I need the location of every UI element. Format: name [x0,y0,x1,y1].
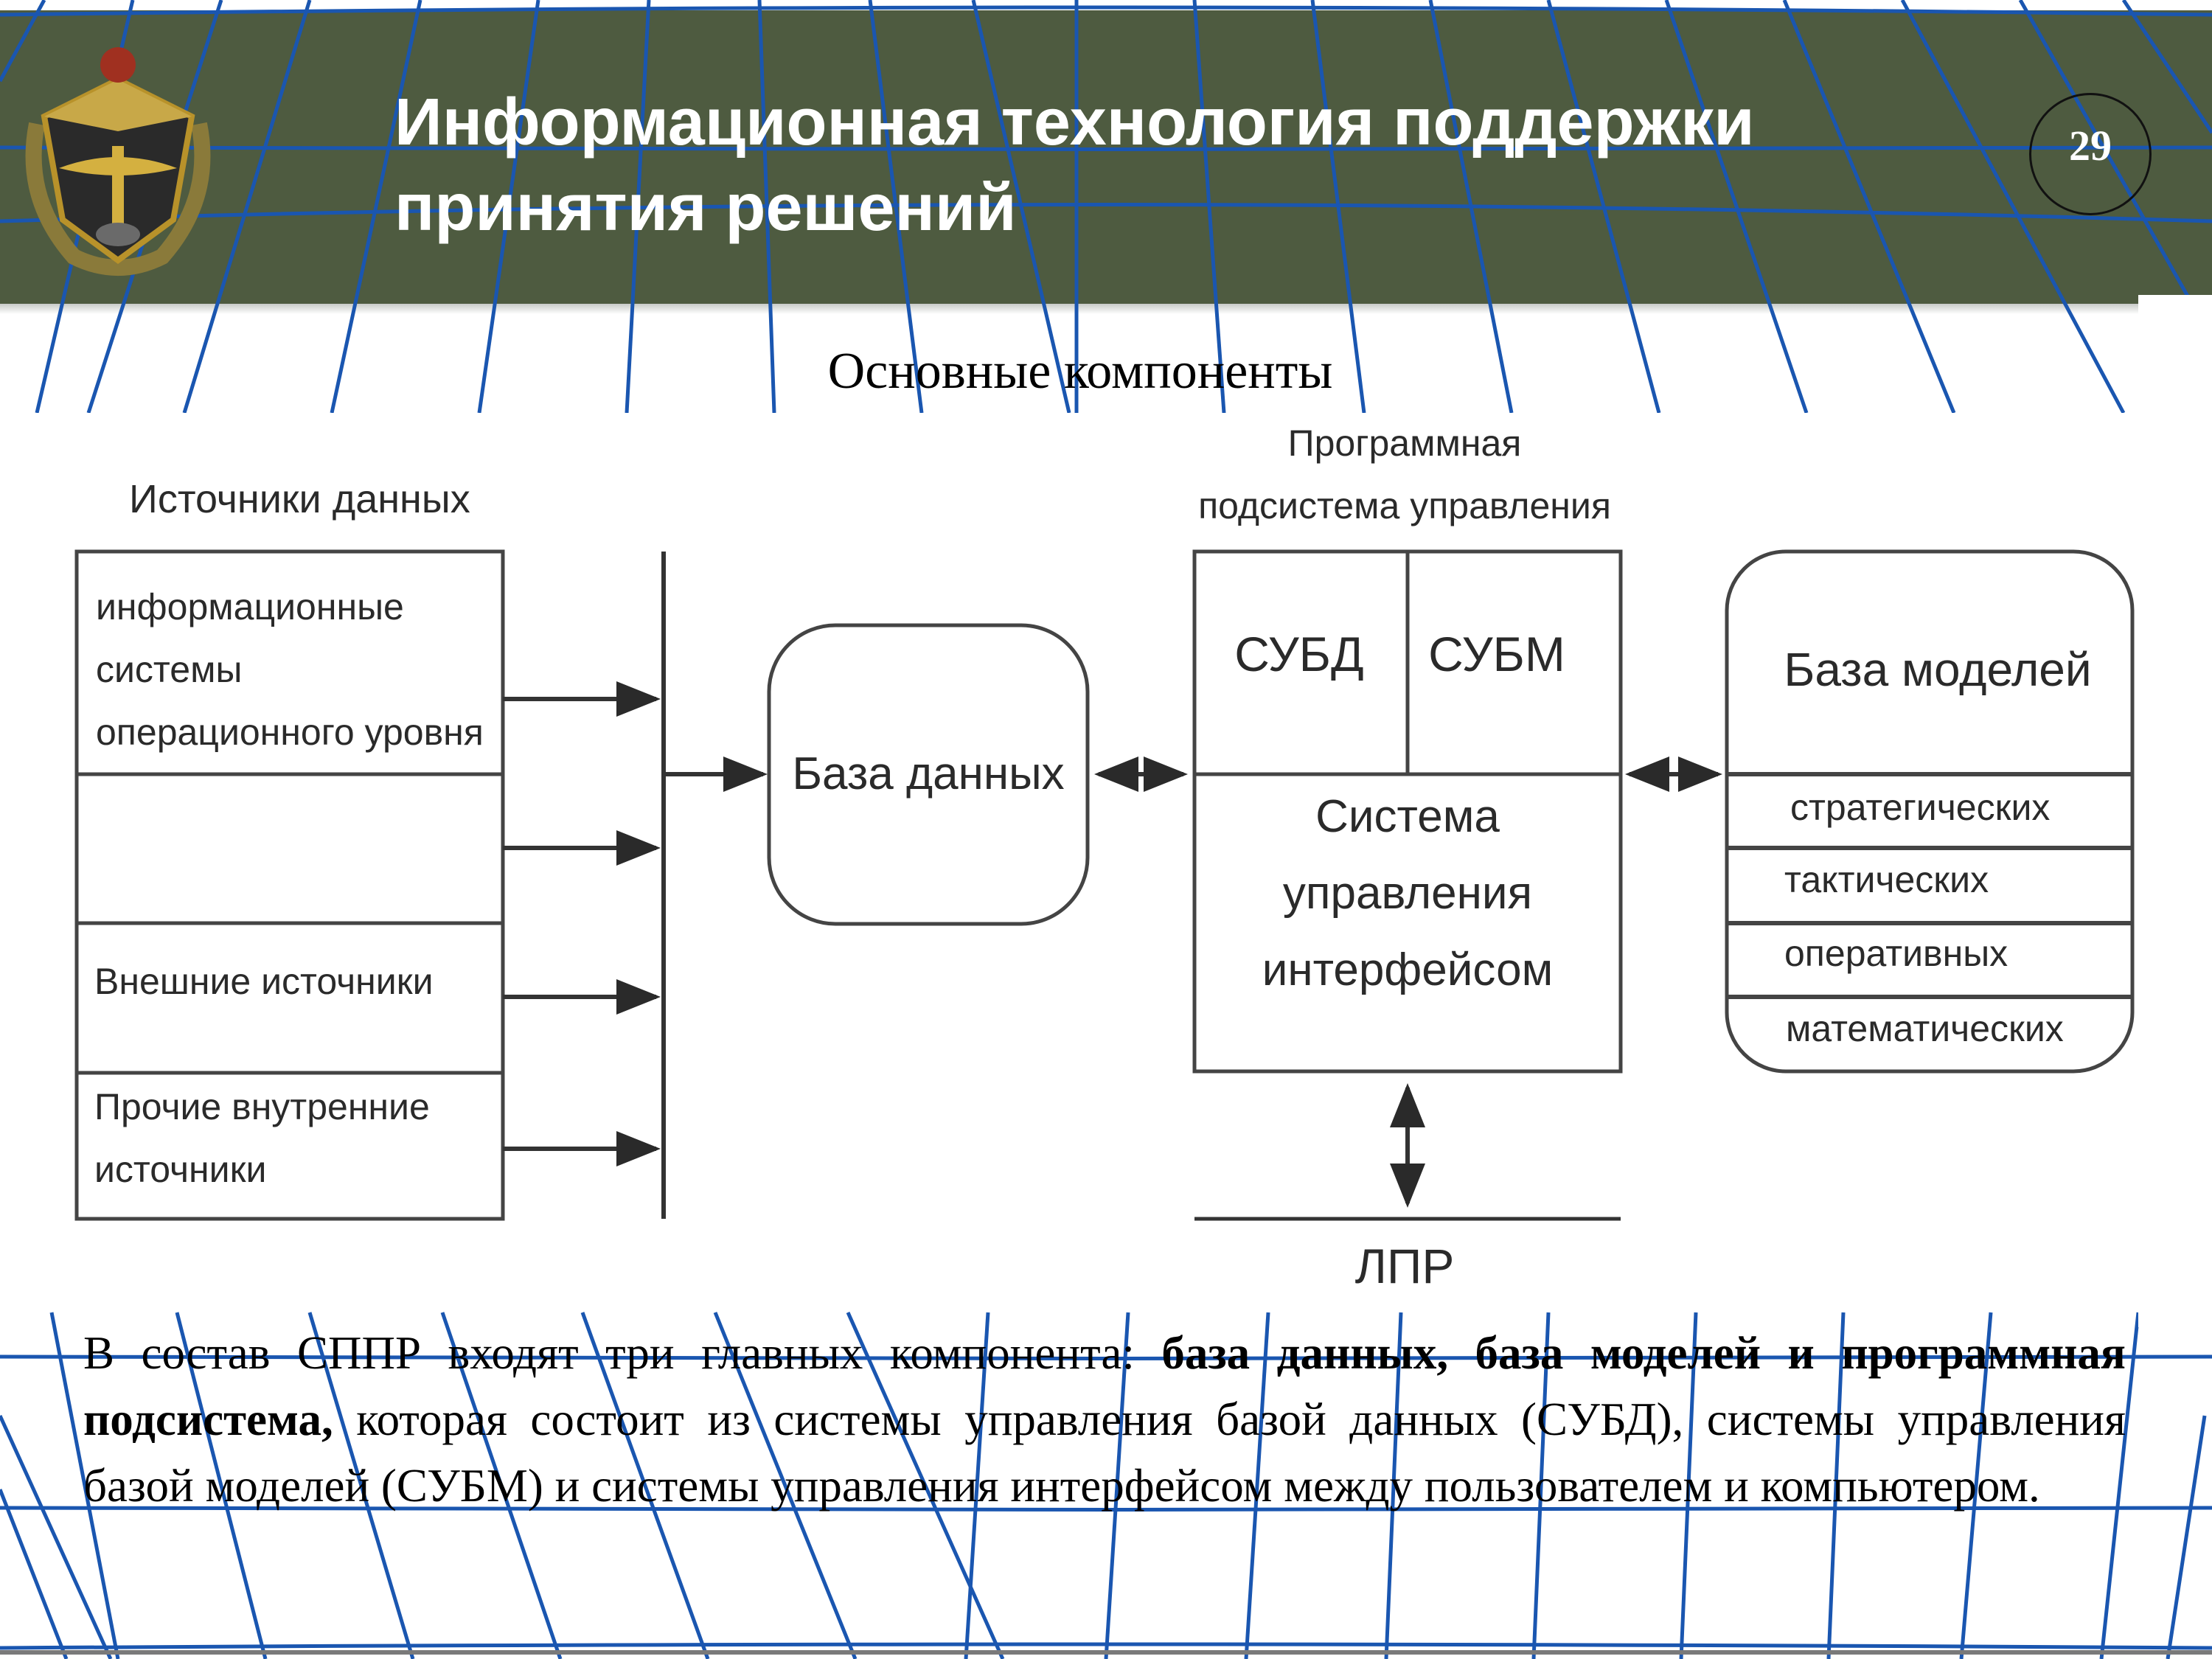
emblem-logo [25,47,211,276]
mbms-label: СУБМ [1428,627,1565,681]
sources-header: Источники данных [129,477,470,521]
source-other-line2: источники [94,1149,266,1190]
source-operational-line2: системы [96,649,242,690]
body-part1: В состав СППР входят три главных компоне… [83,1327,1162,1379]
body-paragraph: В состав СППР входят три главных компоне… [83,1320,2126,1519]
body-bold: база данных, база моделей и программная … [83,1327,2126,1445]
subsystem-header-line2: подсистема управления [1198,485,1611,526]
source-operational-line1: информационные [96,586,404,627]
dbms-label: СУБД [1234,627,1363,681]
model-base-title: База моделей [1784,643,2091,696]
page-number: 29 [2069,122,2112,170]
interface-line3: интерфейсом [1262,945,1553,995]
source-operational-line3: операционного уровня [96,712,484,753]
slide-title: Информационная технология поддержки прин… [394,86,1755,245]
source-other-line1: Прочие внутренние [94,1086,430,1127]
source-external: Внешние источники [94,961,434,1002]
subsystem-header-line1: Программная [1288,422,1522,464]
database-label: База данных [792,748,1064,799]
header-shadow [0,304,2212,314]
model-item-operational: оперативных [1784,933,2008,974]
body-part2: которая состоит из системы управления ба… [83,1394,2126,1512]
header-bar [0,10,2212,304]
model-item-mathematical: математических [1786,1008,2064,1049]
decision-maker-label: ЛПР [1355,1239,1455,1293]
sources-box [74,549,505,1221]
interface-line2: управления [1283,868,1532,919]
database-box [767,623,1090,926]
page-number-circle [2029,93,2152,215]
bottom-border [0,1650,2212,1655]
model-base-box [1725,549,2135,1074]
interface-line1: Система [1315,791,1500,842]
slide-subtitle: Основные компоненты [827,343,1333,400]
model-item-tactical: тактических [1784,859,1989,900]
model-item-strategic: стратегических [1790,787,2050,828]
